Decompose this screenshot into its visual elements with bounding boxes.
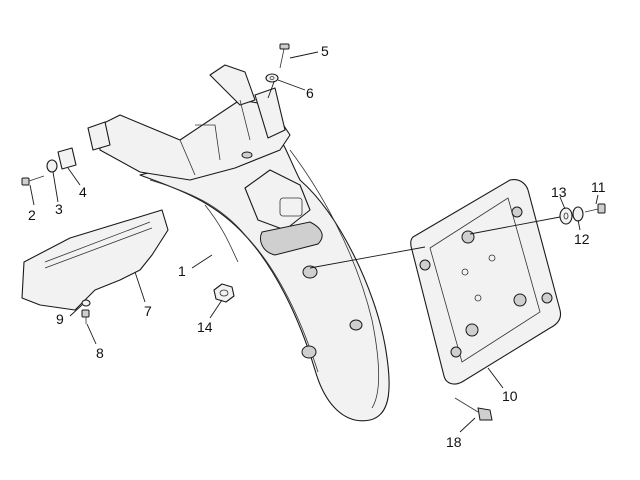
nut-14 <box>213 283 235 303</box>
screw-8 <box>81 309 90 324</box>
callout-5: 5 <box>321 43 329 59</box>
upper-bracket <box>87 64 291 181</box>
assembly-lines <box>267 81 561 269</box>
screw-2 <box>21 175 45 186</box>
callout-3: 3 <box>55 201 63 217</box>
callout-12: 12 <box>574 231 590 247</box>
clip-nut-4 <box>57 147 77 170</box>
callout-6: 6 <box>306 85 314 101</box>
washer-12 <box>572 206 584 222</box>
rear-mudguard <box>139 139 390 422</box>
washer-3 <box>46 159 58 173</box>
callout-9: 9 <box>56 311 64 327</box>
washer-9 <box>81 299 91 307</box>
callout-1: 1 <box>178 263 186 279</box>
callout-14: 14 <box>197 319 213 335</box>
rivet-18 <box>454 397 493 421</box>
callout-labels: 1 2 3 4 5 6 7 8 9 10 11 12 13 14 18 <box>28 43 606 450</box>
callout-4: 4 <box>79 184 87 200</box>
callout-11: 11 <box>591 179 606 195</box>
washer-6 <box>265 73 279 83</box>
license-plate-holder <box>410 179 562 385</box>
callout-10: 10 <box>502 388 518 404</box>
washer-13 <box>559 207 573 225</box>
screw-5 <box>279 43 290 69</box>
callout-7: 7 <box>144 303 152 319</box>
screw-11 <box>584 203 606 214</box>
side-cover <box>21 209 169 311</box>
callout-18: 18 <box>446 434 462 450</box>
callout-2: 2 <box>28 207 36 223</box>
callout-13: 13 <box>551 184 567 200</box>
callout-leaders <box>29 51 599 433</box>
callout-8: 8 <box>96 345 104 361</box>
